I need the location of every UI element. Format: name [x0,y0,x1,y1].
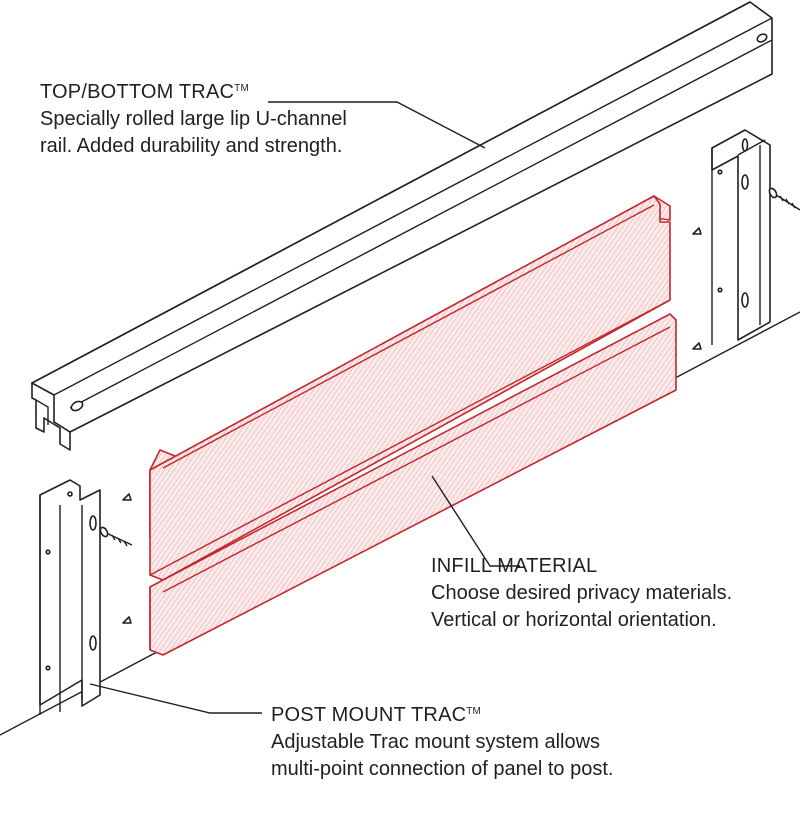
top-bottom-trac-desc-line1: Specially rolled large lip U-channel [40,108,347,130]
post-mount-trac-trademark: TM [466,706,482,717]
top-bottom-trac-trademark: TM [234,83,249,94]
screw-left [99,526,133,547]
top-bottom-trac-rail [31,1,773,451]
post-mount-trac-desc-line1: Adjustable Trac mount system allows [271,731,601,753]
infill-material-desc-line1: Choose desired privacy materials. [431,582,733,604]
infill-upper-board [149,195,671,581]
post-mount-trac-callout: POST MOUNT TRACTM Adjustable Trac mount … [271,702,613,783]
infill-material-callout: INFILL MATERIAL Choose desired privacy m… [431,553,732,634]
post-trac-leader-line [89,683,262,714]
top-bottom-trac-title: TOP/BOTTOM TRAC [40,81,235,103]
infill-material-desc-line2: Vertical or horizontal orientation. [431,609,717,631]
infill-lower-board [149,313,677,656]
right-post-mount-trac [711,129,771,345]
top-bottom-trac-desc-line2: rail. Added durability and strength. [40,135,343,157]
infill-leader-line [431,475,520,567]
left-post-mount-trac [39,479,101,715]
top-bottom-trac-callout: TOP/BOTTOM TRACTM Specially rolled large… [40,79,347,160]
screw-right [768,187,800,211]
post-mount-trac-title: POST MOUNT TRAC [271,704,467,726]
clip-markers [122,227,702,624]
post-mount-trac-desc-line2: multi-point connection of panel to post. [271,758,614,780]
top-trac-leader-line [268,101,486,149]
infill-material-title: INFILL MATERIAL [431,555,598,577]
